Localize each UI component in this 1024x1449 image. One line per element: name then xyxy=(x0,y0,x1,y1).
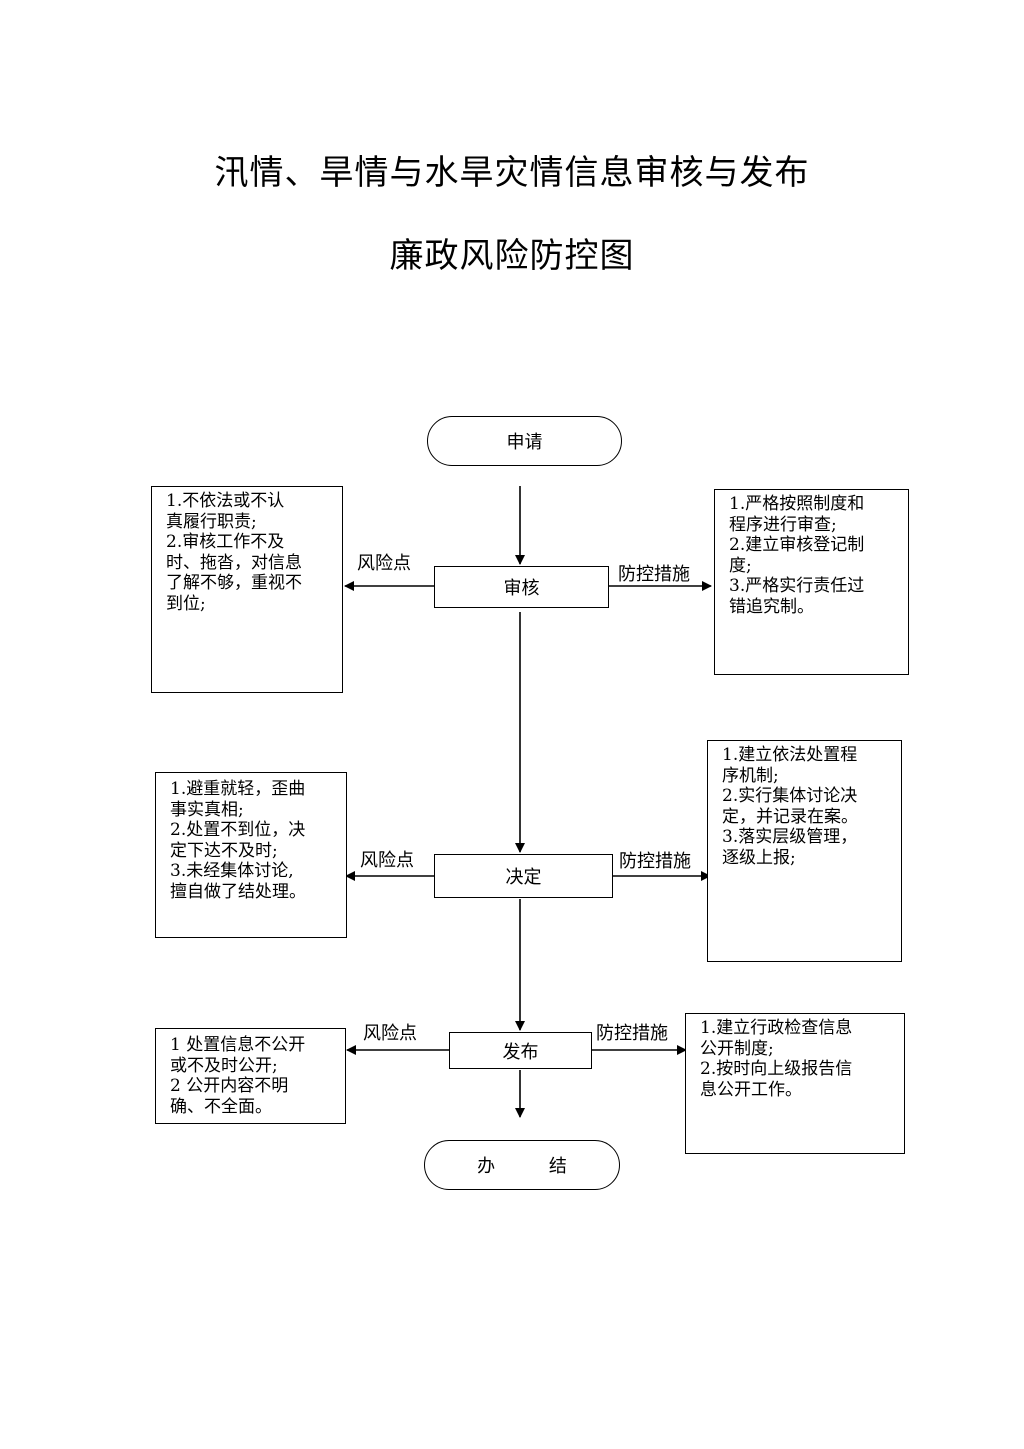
label-decide-risk: 风险点 xyxy=(360,850,414,871)
control-publish-line: 息公开工作。 xyxy=(700,1079,802,1100)
label-publish-control: 防控措施 xyxy=(596,1023,668,1044)
page-subtitle: 廉政风险防控图 xyxy=(389,236,635,276)
control-review-line: 1.严格按照制度和 xyxy=(729,494,865,514)
control-publish-line: 2.按时向上级报告信 xyxy=(700,1059,853,1079)
control-review-line: 度; xyxy=(729,555,752,576)
page-title: 汛情、旱情与水旱灾情信息审核与发布 xyxy=(214,153,810,193)
node-review-label: 审核 xyxy=(503,578,540,599)
risk-review-line: 2.审核工作不及 xyxy=(166,532,285,552)
risk-box-decide: 1.避重就轻，歪曲 事实真相; 2.处置不到位，决 定下达不及时; 3.未经集体… xyxy=(155,772,347,938)
risk-decide-line: 擅自做了结处理。 xyxy=(170,881,306,902)
risk-box-publish: 1 处置信息不公开 或不及时公开; 2 公开内容不明 确、不全面。 xyxy=(155,1028,346,1124)
control-review-line: 错追究制。 xyxy=(729,596,814,617)
control-review-line: 程序进行审查; xyxy=(729,514,837,535)
risk-box-review: 1.不依法或不认 真履行职责; 2.审核工作不及 时、拖沓，对信息 了解不够，重… xyxy=(151,486,343,693)
control-decide-line: 序机制; xyxy=(722,765,779,786)
node-decide: 决定 xyxy=(434,854,613,898)
risk-publish-line: 1 处置信息不公开 xyxy=(170,1035,306,1055)
node-publish-label: 发布 xyxy=(502,1041,539,1063)
label-review-risk: 风险点 xyxy=(357,553,411,574)
node-end: 办 结 xyxy=(424,1140,620,1190)
risk-review-line: 时、拖沓，对信息 xyxy=(166,552,302,573)
risk-publish-line: 或不及时公开; xyxy=(170,1055,278,1076)
risk-publish-line: 2 公开内容不明 xyxy=(170,1076,289,1096)
node-start: 申请 xyxy=(427,416,622,466)
label-publish-risk: 风险点 xyxy=(363,1023,417,1044)
node-publish: 发布 xyxy=(449,1032,592,1069)
risk-decide-line: 事实真相; xyxy=(170,799,244,820)
risk-review-line: 到位; xyxy=(166,593,206,614)
control-decide-line: 逐级上报; xyxy=(722,847,796,868)
control-review-line: 2.建立审核登记制 xyxy=(729,535,865,555)
risk-review-line: 1.不依法或不认 xyxy=(166,491,285,511)
label-review-control: 防控措施 xyxy=(618,564,690,585)
risk-review-line: 真履行职责; xyxy=(166,511,257,532)
control-review-line: 3.严格实行责任过 xyxy=(729,576,865,596)
control-box-decide: 1.建立依法处置程 序机制; 2.实行集体讨论决 定，并记录在案。 3.落实层级… xyxy=(707,740,902,962)
risk-decide-line: 定下达不及时; xyxy=(170,840,278,861)
control-decide-line: 2.实行集体讨论决 xyxy=(722,786,858,806)
node-end-label: 办 结 xyxy=(477,1156,591,1177)
label-decide-control: 防控措施 xyxy=(619,851,691,872)
node-start-label: 申请 xyxy=(506,432,543,453)
control-publish-line: 1.建立行政检查信息 xyxy=(700,1018,853,1038)
control-decide-line: 3.落实层级管理， xyxy=(722,827,858,847)
control-publish-line: 公开制度; xyxy=(700,1038,774,1059)
risk-decide-line: 2.处置不到位，决 xyxy=(170,820,306,840)
risk-publish-line: 确、不全面。 xyxy=(170,1096,272,1117)
control-decide-line: 1.建立依法处置程 xyxy=(722,745,858,765)
risk-decide-line: 3.未经集体讨论, xyxy=(170,861,294,881)
node-decide-label: 决定 xyxy=(505,867,542,888)
control-decide-line: 定，并记录在案。 xyxy=(722,806,858,827)
control-box-publish: 1.建立行政检查信息 公开制度; 2.按时向上级报告信 息公开工作。 xyxy=(685,1013,905,1154)
control-box-review: 1.严格按照制度和 程序进行审查; 2.建立审核登记制 度; 3.严格实行责任过… xyxy=(714,489,909,675)
risk-decide-line: 1.避重就轻，歪曲 xyxy=(170,779,306,799)
risk-review-line: 了解不够，重视不 xyxy=(166,573,302,593)
node-review: 审核 xyxy=(434,566,609,608)
